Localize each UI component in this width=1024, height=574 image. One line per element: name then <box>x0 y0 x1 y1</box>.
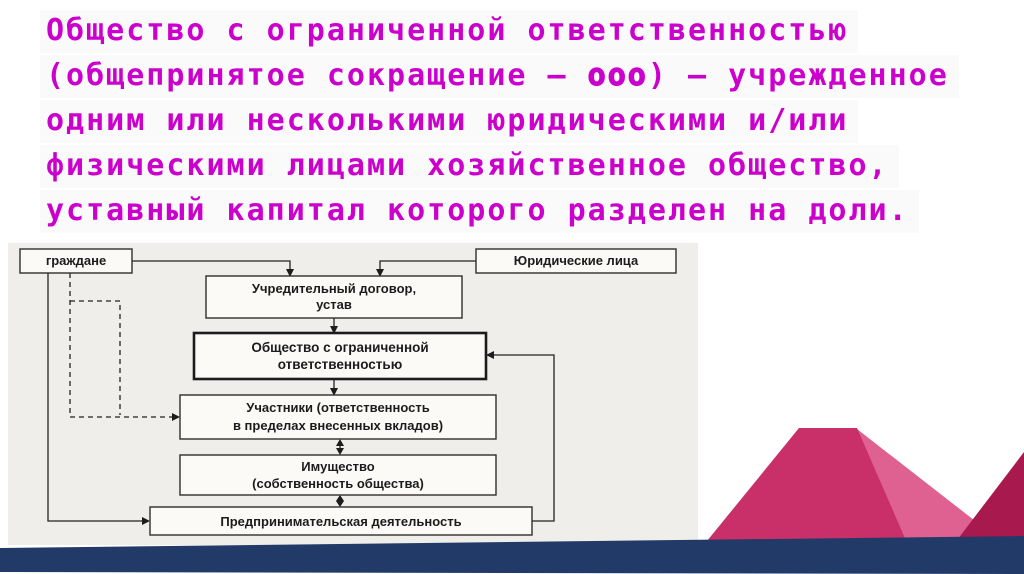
definition-line-4-text: физическими лицами хозяйственное обществ… <box>40 145 899 188</box>
node-business-activity-label: Предпринимательская деятельность <box>220 514 461 529</box>
definition-text-block: Общество с ограниченной ответственностью… <box>40 10 959 235</box>
definition-line-2-pre: (общепринятое сокращение — <box>46 58 588 93</box>
node-participants-line2: в пределах внесенных вкладов) <box>233 418 443 433</box>
node-legal-entities-label: Юридические лица <box>514 253 639 268</box>
decorative-triangle-secondary <box>857 429 1015 552</box>
node-llc: Общество с ограниченной ответственностью <box>192 331 488 381</box>
ooo-abbreviation: ооо <box>587 57 648 93</box>
definition-line-2: (общепринятое сокращение — ооо) — учрежд… <box>40 55 959 100</box>
decorative-triangle-corner <box>948 452 1024 552</box>
definition-line-3-text: одним или несколькими юридическими и/или <box>40 100 859 143</box>
node-citizens-label: граждане <box>46 253 106 268</box>
definition-line-5: уставный капитал которого разделен на до… <box>40 190 959 235</box>
node-llc-line1: Общество с ограниченной <box>251 340 428 355</box>
decorative-trapezoid-main <box>698 428 911 552</box>
node-property-line1: Имущество <box>301 459 374 474</box>
node-founding-documents: Учредительный договор, устав <box>205 275 463 319</box>
definition-line-1-text: Общество с ограниченной ответственностью <box>40 10 859 53</box>
definition-line-3: одним или несколькими юридическими и/или <box>40 100 959 145</box>
node-legal-entities: Юридические лица <box>475 248 677 274</box>
node-business-activity: Предпринимательская деятельность <box>149 506 533 536</box>
node-property: Имущество (собственность общества) <box>179 454 497 496</box>
node-property-line2: (собственность общества) <box>252 476 424 491</box>
llc-flowchart-figure: граждане Юридические лица Учредительный … <box>8 243 698 545</box>
node-llc-line2: ответственностью <box>278 357 402 372</box>
arrowheads <box>142 269 494 525</box>
node-citizens: граждане <box>19 248 133 274</box>
definition-line-4: физическими лицами хозяйственное обществ… <box>40 145 959 190</box>
definition-line-1: Общество с ограниченной ответственностью <box>40 10 959 55</box>
node-founding-documents-line1: Учредительный договор, <box>252 281 416 296</box>
connector-lines <box>47 260 555 522</box>
definition-line-2-text: (общепринятое сокращение — ооо) — учрежд… <box>40 55 959 98</box>
node-participants-line1: Участники (ответственность <box>246 400 430 415</box>
node-founding-documents-line2: устав <box>316 297 352 312</box>
definition-line-2-post: ) — учрежденное <box>647 58 949 93</box>
node-participants: Участники (ответственность в пределах вн… <box>179 394 497 440</box>
definition-line-5-text: уставный капитал которого разделен на до… <box>40 190 919 233</box>
